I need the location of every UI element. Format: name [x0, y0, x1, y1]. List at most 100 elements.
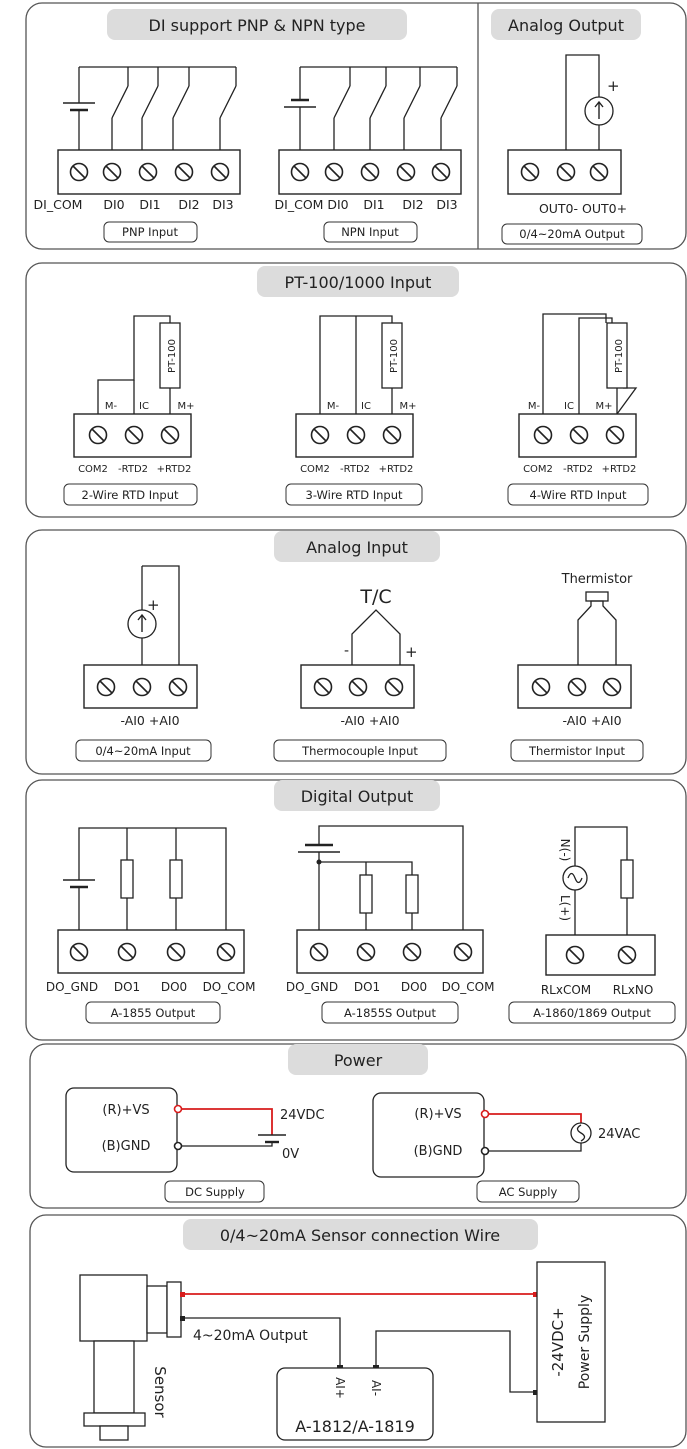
svg-text:L(+): L(+)	[558, 895, 572, 921]
svg-text:M-: M-	[105, 401, 118, 412]
screw-icon	[346, 425, 366, 445]
ai-thermistor-caption: Thermistor Input	[528, 744, 626, 758]
rtd-3wire: PT-100 M- IC M+ COM2 -RTD2 +RTD2 3-Wire …	[285, 315, 423, 506]
screw-icon	[589, 162, 609, 182]
svg-text:(B)GND: (B)GND	[102, 1139, 151, 1154]
npn-terminal-label: DI_COM	[275, 197, 324, 212]
svg-text:Power Supply: Power Supply	[577, 1295, 593, 1390]
screw-icon	[382, 425, 402, 445]
svg-text:(B)GND: (B)GND	[414, 1144, 463, 1159]
svg-text:AI-: AI-	[369, 1380, 383, 1396]
svg-text:+: +	[405, 643, 418, 661]
sensor-section: 0/4~20mA Sensor connection Wire Sensor 4…	[29, 1214, 687, 1448]
svg-text:RLxNO: RLxNO	[613, 983, 654, 997]
screw-icon	[533, 425, 553, 445]
svg-text:+: +	[147, 596, 160, 614]
dc-caption: DC Supply	[185, 1185, 245, 1199]
do-1855-caption: A-1855 Output	[111, 1006, 196, 1020]
svg-text:-AI0 +AI0: -AI0 +AI0	[340, 713, 399, 728]
ai-thermocouple: T/C - + -AI0 +AI0 Thermocouple Input	[273, 586, 447, 762]
do-1855s: DO_GND DO1 DO0 DO_COM A-1855S Output	[286, 825, 494, 1024]
do-relay-caption: A-1860/1869 Output	[533, 1006, 651, 1020]
svg-text:-RTD2: -RTD2	[340, 464, 370, 475]
screw-icon	[360, 162, 380, 182]
screw-icon	[569, 425, 589, 445]
svg-text:DO0: DO0	[161, 980, 187, 994]
svg-text:-AI0 +AI0: -AI0 +AI0	[120, 713, 179, 728]
pnp-diagram: DI_COM DI0 DI1 DI2 DI3 PNP Input	[34, 66, 241, 243]
screw-icon	[565, 945, 585, 965]
pnp-caption: PNP Input	[122, 225, 178, 239]
ac-device-box	[372, 1092, 485, 1178]
svg-text:Sensor: Sensor	[151, 1366, 169, 1418]
svg-text:N(-): N(-)	[558, 839, 572, 862]
ai-current: + -AI0 +AI0 0/4~20mA Input	[75, 565, 212, 762]
screw-icon	[602, 677, 622, 697]
screw-icon	[324, 162, 344, 182]
screw-icon	[69, 162, 89, 182]
screw-icon	[69, 942, 89, 962]
svg-text:+RTD2: +RTD2	[157, 464, 192, 475]
do-section: Digital Output DO_GND DO1 DO0 DO_COM A-1…	[25, 779, 687, 1041]
svg-text:PT-100: PT-100	[389, 339, 400, 373]
svg-text:-: -	[344, 643, 349, 659]
screw-icon	[520, 162, 540, 182]
svg-text:IC: IC	[139, 401, 149, 412]
ai-tc-caption: Thermocouple Input	[301, 744, 418, 758]
pnp-terminal-label: DI_COM	[34, 197, 83, 212]
svg-text:IC: IC	[564, 401, 574, 412]
module-box	[276, 1367, 434, 1441]
screw-icon	[531, 677, 551, 697]
screw-icon	[453, 942, 473, 962]
svg-text:RLxCOM: RLxCOM	[541, 983, 591, 997]
module-name: A-1812/A-1819	[295, 1417, 415, 1436]
svg-text:AI+: AI+	[333, 1377, 347, 1399]
screw-icon	[396, 162, 416, 182]
svg-text:COM2: COM2	[78, 464, 108, 475]
npn-terminal-label: DI0	[327, 197, 348, 212]
svg-text:DO0: DO0	[401, 980, 427, 994]
svg-text:24VAC: 24VAC	[598, 1127, 640, 1142]
svg-text:(R)+VS: (R)+VS	[414, 1107, 461, 1122]
screw-icon	[216, 942, 236, 962]
do-title: Digital Output	[301, 787, 414, 806]
screw-icon	[124, 425, 144, 445]
ai-section: Analog Input + -AI0 +AI0 0/4~20mA Input …	[25, 529, 687, 775]
di-section: DI support PNP & NPN type DI_COM DI0 DI1	[25, 2, 687, 250]
screw-icon	[617, 945, 637, 965]
npn-terminal-label: DI1	[363, 197, 384, 212]
screw-icon	[431, 162, 451, 182]
screw-icon	[160, 425, 180, 445]
screw-icon	[605, 425, 625, 445]
screw-icon	[117, 942, 137, 962]
svg-text:M-: M-	[528, 401, 541, 412]
svg-text:T/C: T/C	[359, 586, 391, 608]
power-title: Power	[334, 1051, 383, 1070]
pnp-terminal-label: DI1	[139, 197, 160, 212]
pnp-terminal-label: DI2	[178, 197, 199, 212]
rtd-4wire-caption: 4-Wire RTD Input	[530, 488, 627, 502]
power-supply-box	[536, 1261, 606, 1423]
svg-text:+RTD2: +RTD2	[602, 464, 637, 475]
rtd-3wire-caption: 3-Wire RTD Input	[306, 488, 403, 502]
screw-icon	[88, 425, 108, 445]
svg-text:+: +	[607, 77, 620, 95]
screw-icon	[210, 162, 230, 182]
svg-text:COM2: COM2	[523, 464, 553, 475]
svg-text:M+: M+	[177, 401, 194, 412]
screw-icon	[348, 677, 368, 697]
rtd-section: PT-100/1000 Input PT-100 M- IC M+ COM2 -…	[25, 262, 687, 518]
screw-icon	[567, 677, 587, 697]
svg-text:DO_COM: DO_COM	[203, 980, 256, 994]
svg-text:+RTD2: +RTD2	[379, 464, 414, 475]
svg-text:DO1: DO1	[354, 980, 380, 994]
screw-icon	[384, 677, 404, 697]
npn-caption: NPN Input	[341, 225, 399, 239]
screw-icon	[166, 942, 186, 962]
power-section: Power (R)+VS (B)GND 24VDC 0V DC Supply (…	[29, 1043, 687, 1209]
screw-icon	[556, 162, 576, 182]
svg-text:0V: 0V	[282, 1147, 299, 1162]
screw-icon	[132, 677, 152, 697]
ao-caption: 0/4~20mA Output	[519, 227, 625, 241]
svg-text:-24VDC+: -24VDC+	[549, 1307, 567, 1376]
